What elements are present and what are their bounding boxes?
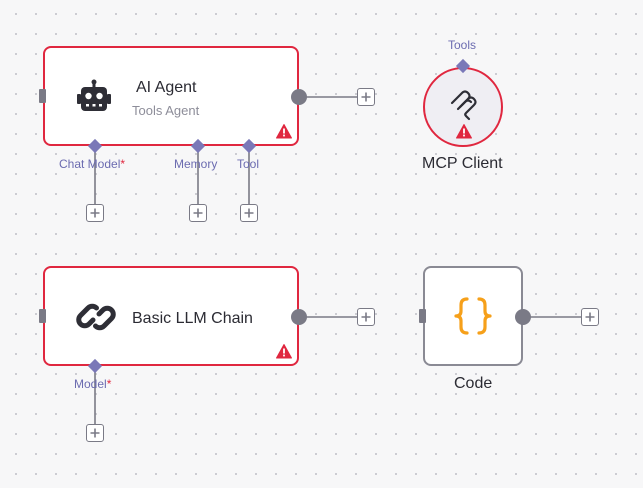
- code-braces-icon: [454, 297, 492, 335]
- add-node-button[interactable]: [581, 308, 599, 326]
- add-tool-button[interactable]: [240, 204, 258, 222]
- warning-icon: [276, 124, 292, 139]
- warning-icon: [276, 344, 292, 359]
- add-node-button[interactable]: [357, 88, 375, 106]
- output-handle[interactable]: [291, 89, 307, 105]
- link-icon: [76, 303, 116, 331]
- add-node-button[interactable]: [357, 308, 375, 326]
- node-title: AI Agent: [136, 79, 197, 96]
- warning-icon: [456, 124, 472, 139]
- node-title: MCP Client: [422, 155, 503, 172]
- add-model-button[interactable]: [86, 424, 104, 442]
- basic-llm-chain-node[interactable]: Basic LLM Chain: [43, 266, 299, 366]
- port-label-tools: Tools: [448, 38, 477, 52]
- mcp-client-node[interactable]: [423, 67, 503, 147]
- port-label-model: Model*: [74, 377, 112, 391]
- code-node[interactable]: [423, 266, 523, 366]
- port-label-tool: Tool: [237, 157, 260, 171]
- add-chat-model-button[interactable]: [86, 204, 104, 222]
- robot-icon: [76, 79, 112, 115]
- node-title: Code: [454, 375, 493, 392]
- ai-agent-node[interactable]: AI Agent Tools Agent: [43, 46, 299, 146]
- output-handle[interactable]: [515, 309, 531, 325]
- input-handle[interactable]: [39, 309, 46, 323]
- input-handle[interactable]: [39, 89, 46, 103]
- mcp-icon: [450, 90, 477, 121]
- node-subtitle: Tools Agent: [132, 103, 200, 118]
- output-handle[interactable]: [291, 309, 307, 325]
- port-label-memory: Memory: [174, 157, 218, 171]
- input-handle[interactable]: [419, 309, 426, 323]
- node-title: Basic LLM Chain: [132, 310, 253, 327]
- port-label-chat-model: Chat Model*: [59, 157, 126, 171]
- add-memory-button[interactable]: [189, 204, 207, 222]
